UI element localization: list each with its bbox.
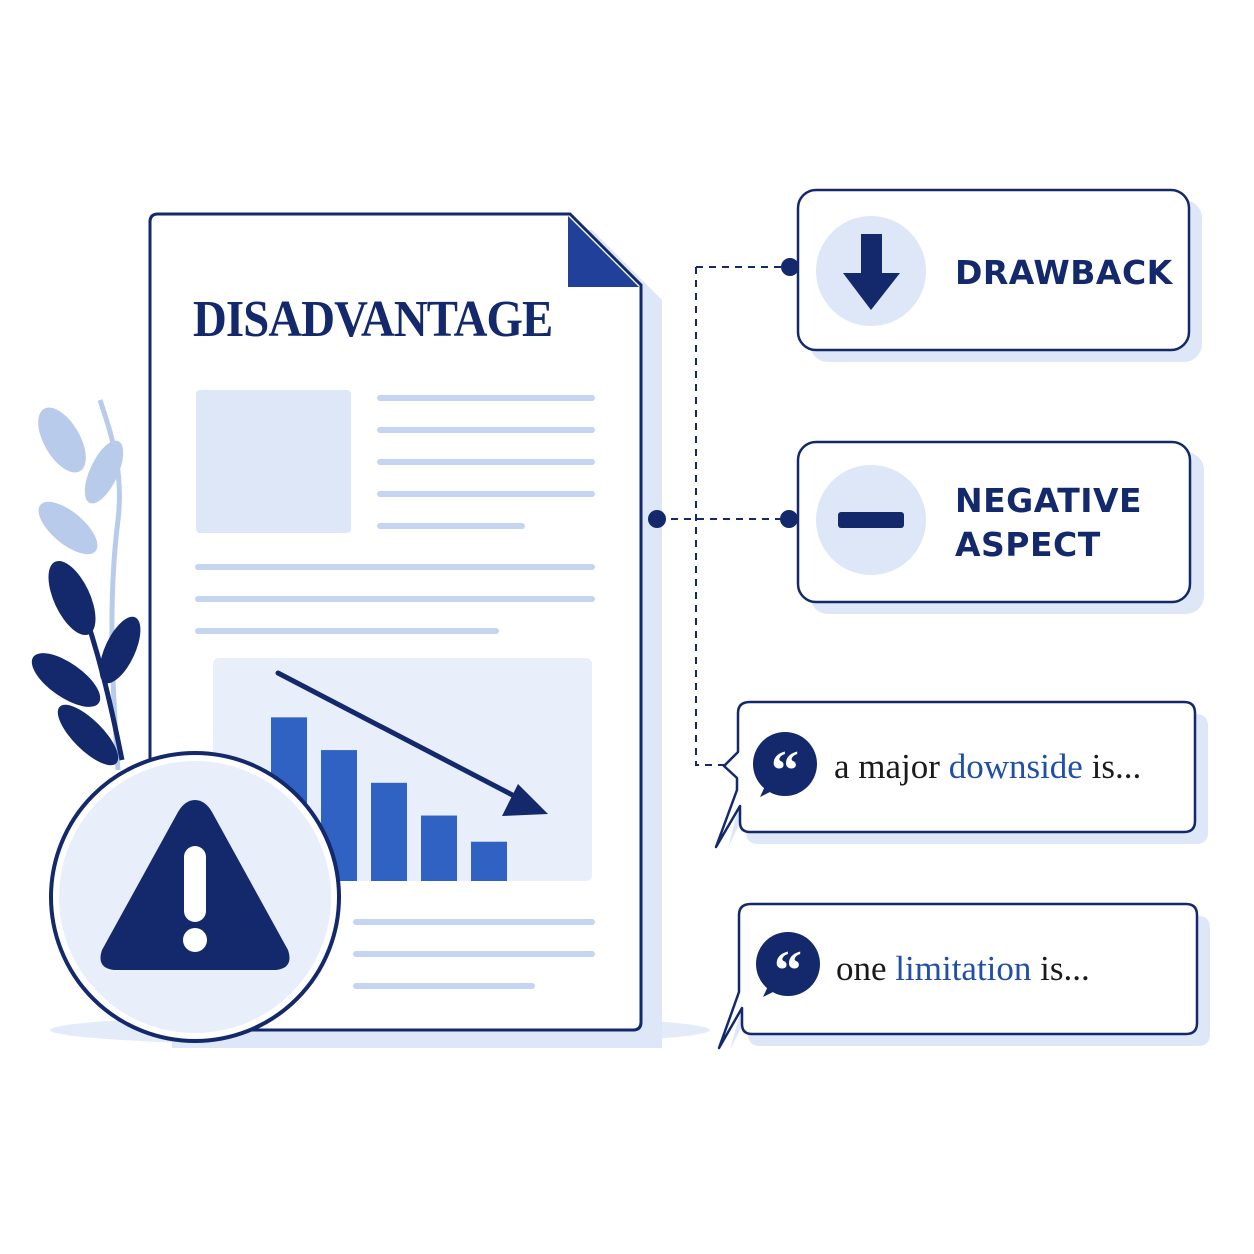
- down-arrow-icon: [843, 234, 900, 310]
- page-fold-corner: [568, 216, 639, 287]
- negative-aspect-card: [796, 440, 1204, 614]
- svg-text:“: “: [771, 740, 799, 802]
- text-lines: [195, 395, 595, 989]
- connector-node: [781, 258, 799, 276]
- chart-bar: [421, 815, 457, 881]
- plant-illustration: [31, 399, 141, 771]
- drawback-card: [796, 188, 1202, 362]
- chart-bar: [471, 841, 507, 881]
- downside-quote-text: a major downside is...: [834, 747, 1141, 787]
- quote-bubble: “: [714, 700, 1208, 849]
- image-placeholder: [196, 390, 351, 533]
- quote-text-after: is...: [1082, 747, 1142, 786]
- quote-icon: “: [756, 932, 820, 1002]
- document-title: DISADVANTAGE: [193, 291, 553, 348]
- quote-icon: “: [753, 732, 817, 802]
- quote-text-before: a major: [834, 747, 949, 786]
- chart-bar: [371, 782, 407, 881]
- negative-aspect-label-line: NEGATIVE: [955, 481, 1143, 520]
- quote-keyword: downside: [948, 747, 1083, 786]
- minus-icon: [838, 512, 904, 528]
- quote-bubble: “: [717, 902, 1210, 1050]
- negative-aspect-label-line: ASPECT: [955, 525, 1101, 564]
- drawback-label-line: DRAWBACK: [955, 253, 1173, 292]
- quote-keyword: limitation: [895, 949, 1032, 988]
- svg-text:“: “: [774, 940, 802, 1002]
- quote-text-after: is...: [1031, 949, 1090, 988]
- negative-aspect-label: NEGATIVE ASPECT: [955, 479, 1142, 567]
- trend-arrow: [275, 670, 548, 816]
- connector-node: [648, 510, 666, 528]
- warning-badge: [49, 751, 341, 1043]
- connector-lines: [658, 266, 788, 766]
- limitation-quote-text: one limitation is...: [836, 949, 1090, 989]
- connector-node: [780, 510, 798, 528]
- quote-text-before: one: [836, 949, 896, 988]
- drawback-label: DRAWBACK: [955, 251, 1173, 295]
